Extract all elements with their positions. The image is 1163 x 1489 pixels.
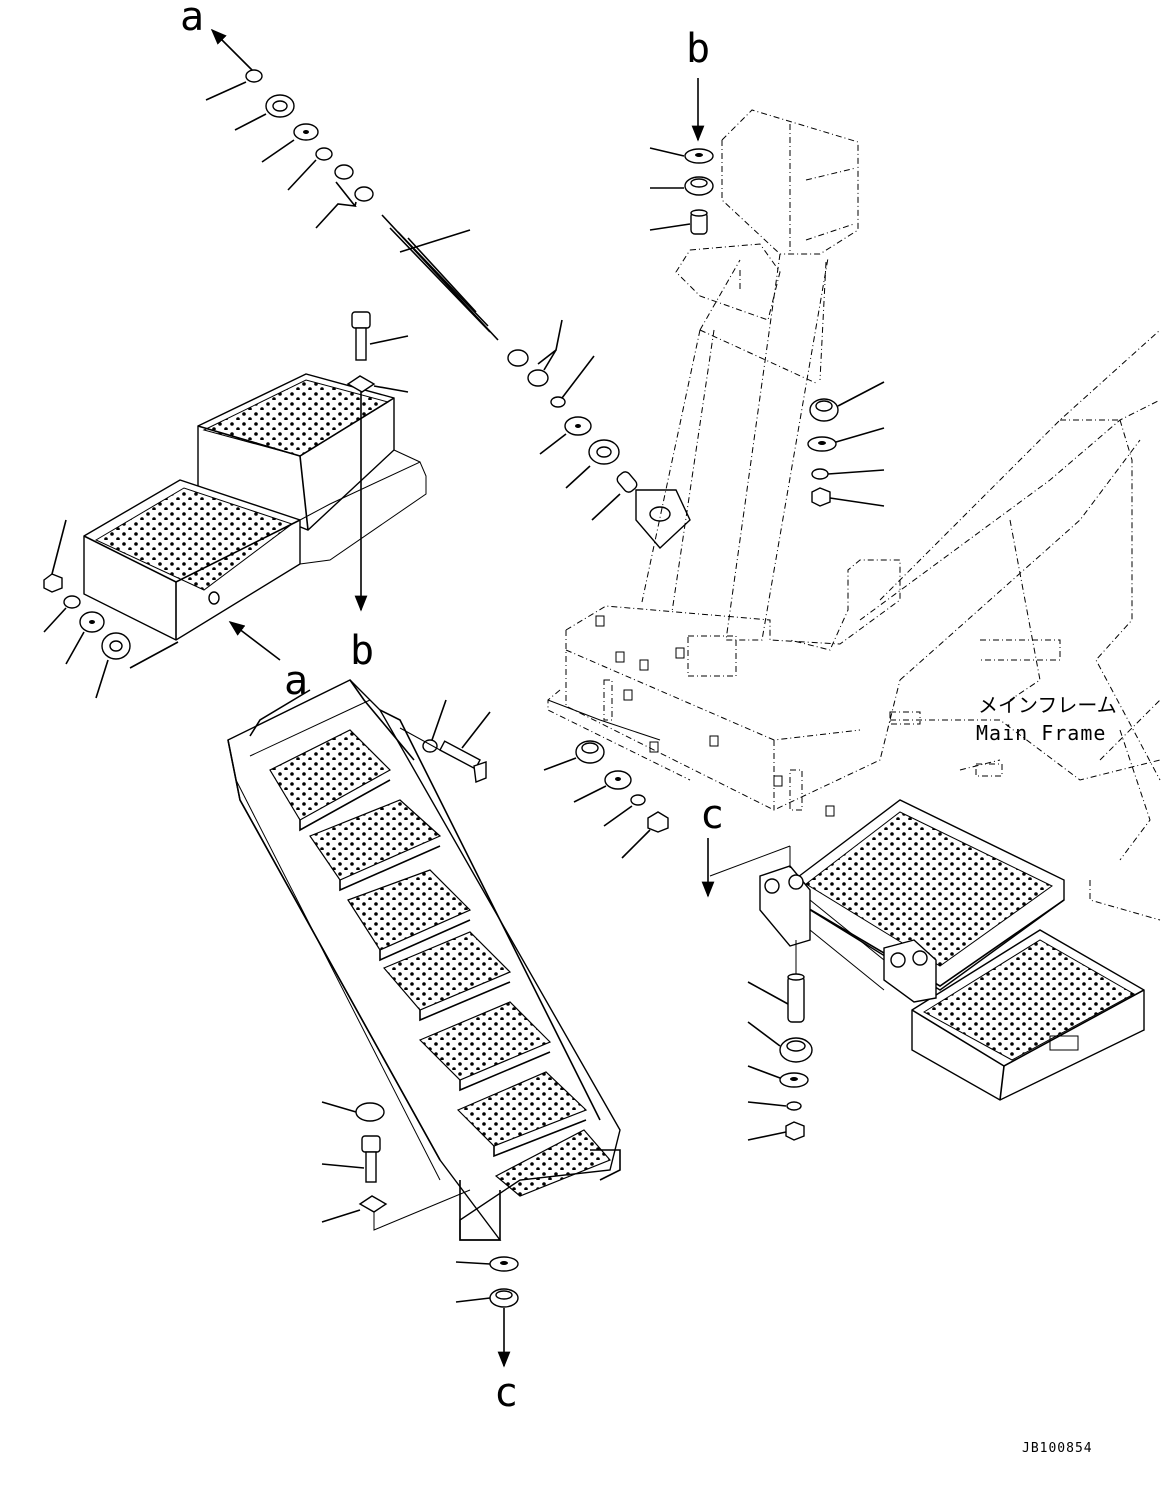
platform-bolt: [346, 311, 409, 612]
upper-platform-step: [83, 373, 427, 661]
b-fastener-stack: [649, 78, 714, 235]
left-fastener-stack: [43, 519, 179, 699]
stair-bolt: [399, 699, 491, 783]
right-step-fastener-stack: [747, 973, 813, 1141]
lower-stair-fasteners: [321, 1101, 519, 1368]
drawing-code: JB100854: [1022, 1441, 1093, 1456]
base-fastener-stack: [543, 699, 669, 859]
reference-label-c: c: [700, 792, 724, 838]
rod-fastener-stack: [205, 28, 691, 550]
reference-label-a: a: [284, 658, 308, 704]
reference-label-b: b: [350, 628, 374, 674]
reference-label-c: c: [494, 1370, 518, 1416]
main-frame-english-label: Main Frame: [976, 721, 1106, 745]
right-step-assembly: [701, 799, 1145, 1101]
staircase: [227, 679, 621, 1241]
reference-label-b: b: [686, 26, 710, 72]
main-frame-japanese-label: メインフレーム: [978, 693, 1117, 717]
reference-label-a: a: [180, 0, 204, 40]
pillar-fastener-stack: [807, 381, 885, 507]
main-frame-structure: [547, 109, 1161, 921]
